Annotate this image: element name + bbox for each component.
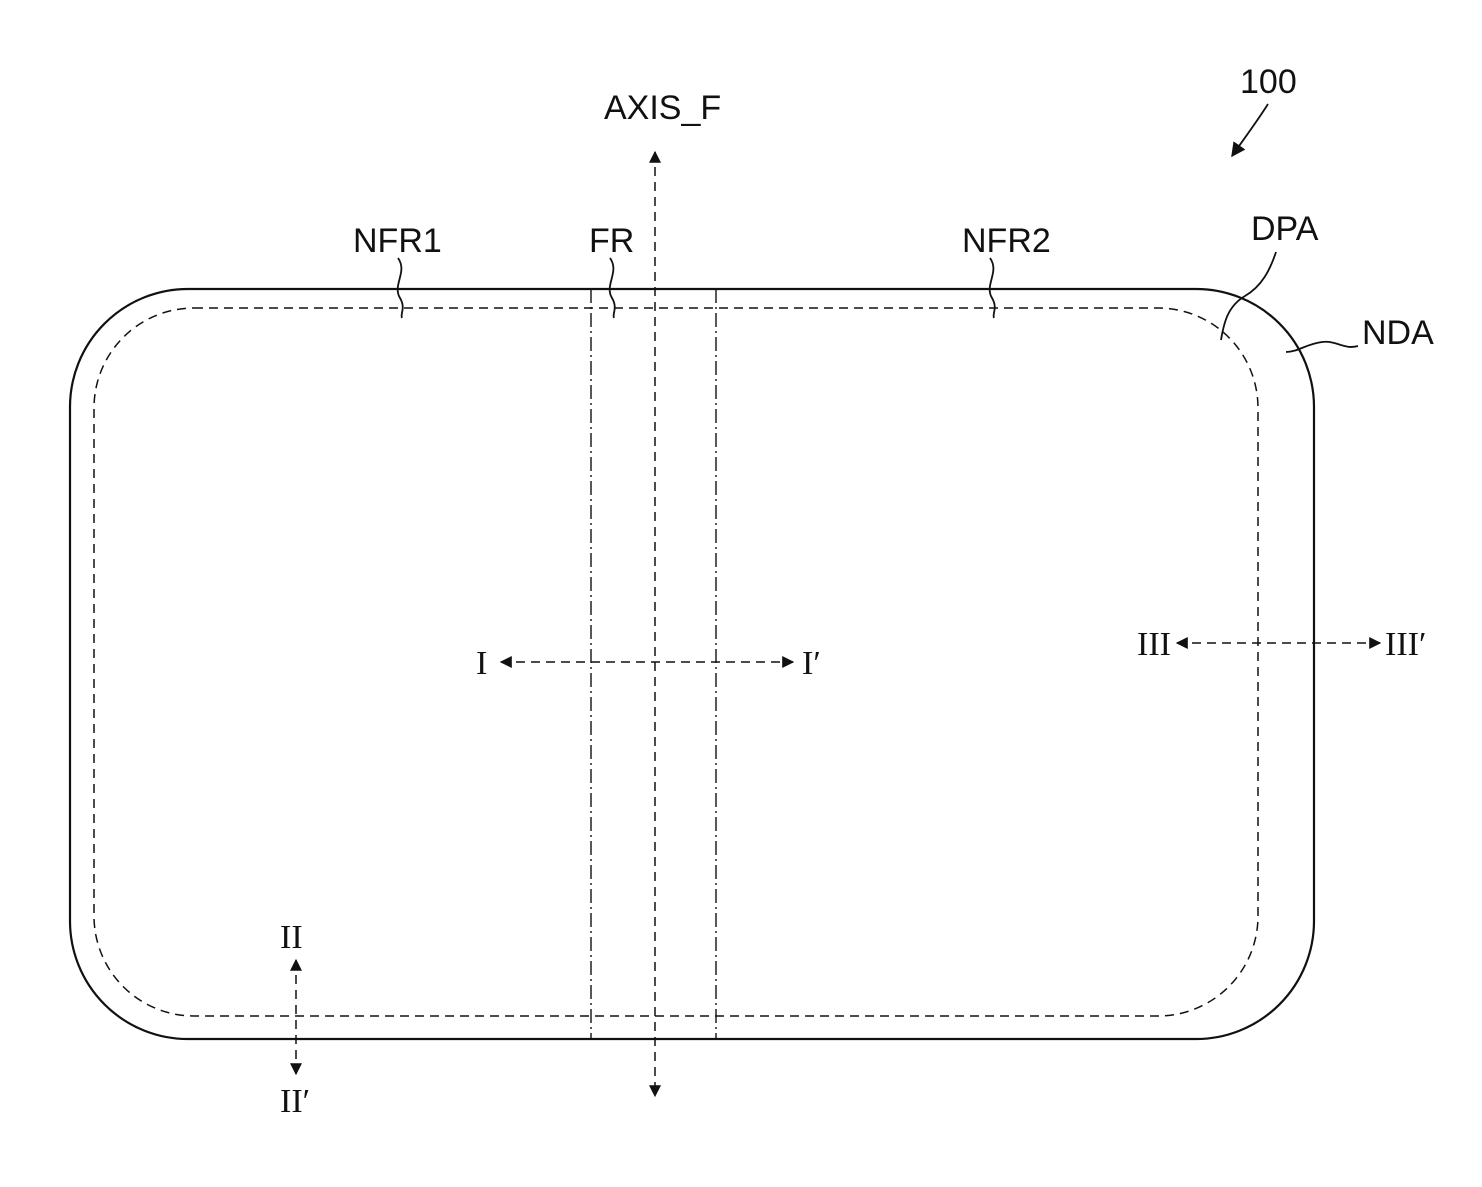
axis-label: AXIS_F	[604, 89, 721, 127]
section-ii-start-label: II	[280, 919, 303, 956]
section-i-start-label: I	[476, 645, 487, 682]
display-area-outline	[94, 308, 1258, 1016]
section-iii-end-label: III′	[1385, 626, 1426, 663]
nda-label: NDA	[1362, 314, 1434, 352]
reference-number: 100	[1240, 63, 1297, 101]
fr-label: FR	[589, 222, 634, 260]
reference-arrow	[1232, 104, 1268, 156]
nfr2-label: NFR2	[962, 222, 1051, 260]
section-i-end-label: I′	[802, 645, 821, 682]
section-iii-start-label: III	[1137, 626, 1171, 663]
dpa-leader-line	[1221, 252, 1276, 340]
section-ii-end-label: II′	[280, 1083, 310, 1120]
panel-outline	[70, 289, 1314, 1039]
dpa-label: DPA	[1251, 210, 1319, 248]
nfr1-label: NFR1	[353, 222, 442, 260]
